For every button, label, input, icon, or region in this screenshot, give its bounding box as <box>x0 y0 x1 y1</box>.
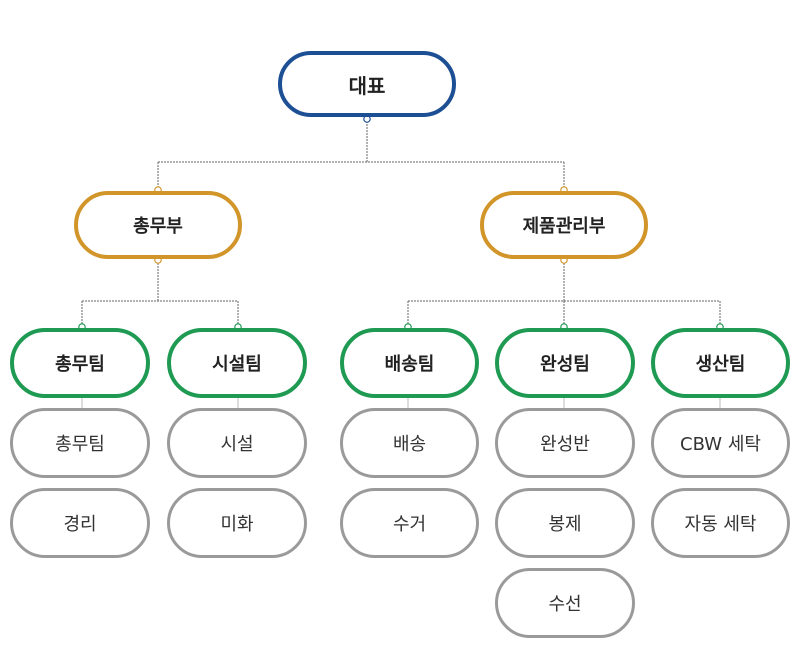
unit-node: 자동 세탁 <box>651 488 790 558</box>
unit-node: 미화 <box>167 488 307 558</box>
unit-node: 배송 <box>340 408 479 478</box>
department-node-product-management: 제품관리부 <box>480 191 648 259</box>
unit-node: 수선 <box>495 568 635 638</box>
unit-node: 시설 <box>167 408 307 478</box>
unit-node: 완성반 <box>495 408 635 478</box>
department-node-general-affairs: 총무부 <box>74 191 242 259</box>
unit-node: 경리 <box>10 488 150 558</box>
unit-node: 수거 <box>340 488 479 558</box>
team-node: 완성팀 <box>495 328 635 398</box>
unit-node: 봉제 <box>495 488 635 558</box>
team-node: 시설팀 <box>167 328 307 398</box>
root-node: 대표 <box>278 51 456 117</box>
unit-node: 총무팀 <box>10 408 150 478</box>
unit-node: CBW 세탁 <box>651 408 790 478</box>
team-node: 총무팀 <box>10 328 150 398</box>
team-node: 생산팀 <box>651 328 790 398</box>
team-node: 배송팀 <box>340 328 479 398</box>
